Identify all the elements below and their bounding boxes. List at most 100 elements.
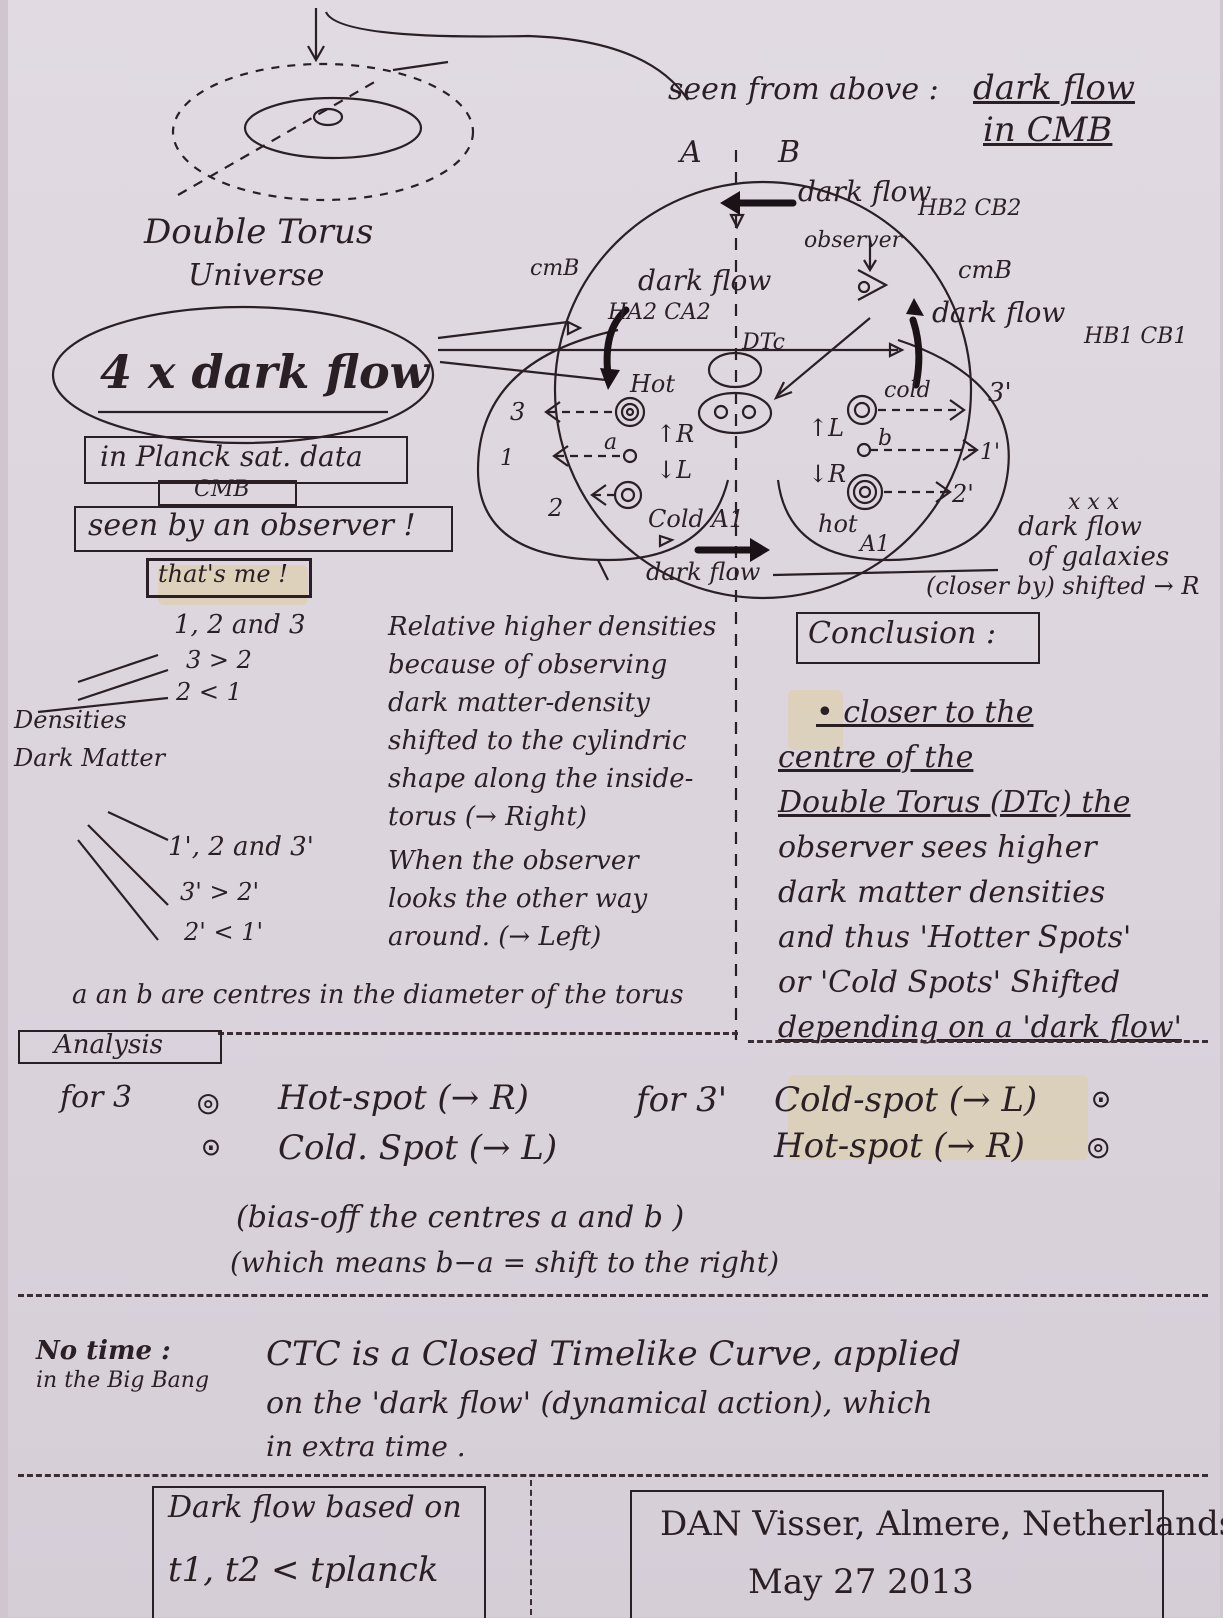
outer-torus-ellipse — [171, 62, 475, 202]
ratio-title: 1, 2 and 3 — [174, 610, 306, 640]
label-num-2p: 2' — [952, 480, 974, 508]
torus-label-line1: Double Torus — [144, 212, 374, 252]
middle-line: shifted to the cylindric — [388, 726, 687, 756]
pointer-line — [437, 320, 569, 340]
torus-axis-dashed — [177, 79, 379, 196]
ratio-2: 2 < 1 — [176, 678, 242, 706]
label-num-3: 3 — [510, 398, 526, 426]
small-arrow — [392, 60, 449, 72]
cold-spot-3: Cold. Spot (→ L) — [278, 1128, 558, 1168]
ratio-p-1: 3' > 2' — [180, 878, 260, 906]
ratio-p-title: 1', 2 and 3' — [168, 832, 314, 862]
label-cold-bottom: Cold A1 — [648, 505, 745, 533]
label-dark-flow-top: dark flow — [798, 175, 932, 208]
label-hb2-cb2: HB2 CB2 — [918, 196, 1022, 221]
hot-spot-symbol: ◎ — [198, 1082, 219, 1122]
planck-box — [84, 436, 408, 484]
down-arrow-head — [307, 45, 325, 63]
label-b-small: b — [878, 426, 893, 451]
ratio-1: 3 > 2 — [186, 646, 252, 674]
paper-stain — [788, 690, 843, 750]
dashed-rule — [18, 1474, 1208, 1477]
label-galaxies-3: (closer by) shifted → R — [926, 572, 1200, 600]
label-cold-right: cold — [884, 378, 931, 403]
conclusion-line: depending on a 'dark flow' — [778, 1010, 1182, 1045]
dtc-ellipse — [707, 351, 763, 389]
bias-line2: (which means b−a = shift to the right) — [230, 1246, 780, 1279]
diagram-title-cmb: in CMB — [983, 110, 1113, 150]
analysis-title: Analysis — [54, 1030, 164, 1060]
label-a-small: a — [604, 430, 618, 455]
cold-spot-symbol: ⊙ — [202, 1130, 221, 1165]
torus-label-line2: Universe — [188, 258, 325, 293]
label-galaxies-xxx: x x x — [1068, 490, 1120, 515]
conclusion-line: • closer to the — [816, 695, 1034, 730]
label-hot-left: Hot — [630, 370, 676, 398]
densities-label: Densities — [14, 706, 127, 734]
label-cmb-right: cmB — [958, 256, 1012, 284]
planck-label: in Planck sat. data — [100, 440, 363, 473]
dark-flow-arrow-right — [909, 316, 923, 389]
inner-torus-ellipse — [243, 96, 423, 160]
label-ha2-ca2: HA2 CA2 — [608, 300, 711, 325]
observer-centre-shape — [697, 391, 773, 435]
middle-line: dark matter-density — [388, 688, 650, 718]
cmb-box — [158, 480, 297, 506]
label-a1: A1 — [860, 532, 890, 557]
middle-line: torus (→ Right) — [388, 802, 587, 832]
footer-right-box — [630, 1490, 1164, 1618]
hot-spot-3p: Hot-spot (→ R) — [774, 1126, 1025, 1166]
middle-line: because of observing — [388, 650, 668, 680]
dashed-rule — [218, 1032, 738, 1035]
for-3p-label: for 3' — [636, 1080, 728, 1120]
label-num-1: 1 — [500, 446, 514, 471]
middle-explanation: Relative higher densities because of obs… — [388, 608, 716, 956]
point-b — [856, 442, 872, 458]
dashed-rule — [748, 1040, 1208, 1043]
label-up-l: ↑L — [808, 414, 845, 442]
middle-line: When the observer — [388, 846, 639, 876]
conclusion-line: Double Torus (DTc) the — [778, 785, 1131, 820]
cmb-circle — [553, 180, 973, 600]
ratio-p-2: 2' < 1' — [184, 918, 264, 946]
footer-left-box — [152, 1486, 486, 1618]
ctc-line2: on the 'dark flow' (dynamical action), w… — [266, 1386, 933, 1421]
me-box — [146, 558, 312, 598]
cold-spot-left — [613, 480, 643, 510]
curved-pointer — [324, 11, 689, 101]
hot-spot-left — [614, 396, 646, 428]
label-b: B — [778, 135, 801, 170]
label-dark-flow-left: dark flow — [638, 264, 772, 297]
hot-spot-right — [846, 473, 884, 511]
dark-matter-label: Dark Matter — [14, 744, 166, 772]
label-down-r: ↓R — [808, 460, 847, 488]
label-cmb-left: cmB — [530, 256, 580, 281]
for-3-label: for 3 — [60, 1080, 133, 1115]
centre-eye — [713, 404, 729, 420]
label-num-2: 2 — [548, 494, 564, 522]
conclusion-line: or 'Cold Spots' Shifted — [778, 965, 1121, 1000]
ctc-line1: CTC is a Closed Timelike Curve, applied — [266, 1334, 961, 1374]
conclusion-line: observer sees higher — [778, 830, 1097, 865]
no-time-label: No time : — [36, 1336, 171, 1366]
footer-t-planck: t1, t2 < tplanck — [168, 1550, 439, 1590]
middle-line: looks the other way — [388, 884, 648, 914]
paper-sheet: seen from above : dark flow in CMB Doubl… — [8, 0, 1223, 1618]
conclusion-box — [796, 612, 1040, 664]
conclusion-text: • closer to the centre of the Double Tor… — [778, 690, 1182, 1050]
label-dark-flow-right: dark flow — [932, 296, 1066, 329]
label-dtc: DTc — [742, 330, 785, 355]
cold-spot-symbol-right: ⊙ — [1092, 1082, 1111, 1117]
middle-line: Relative higher densities — [388, 612, 717, 642]
pointer-line — [439, 360, 607, 382]
centres-note: a an b are centres in the diameter of th… — [72, 980, 684, 1010]
point-a — [622, 448, 638, 464]
label-galaxies-2: of galaxies — [1028, 542, 1170, 572]
analysis-box — [18, 1030, 222, 1064]
observer-box — [74, 506, 453, 552]
conclusion-line: centre of the — [778, 740, 974, 775]
diagram-title-prefix: seen from above : — [668, 72, 939, 107]
cold-spot-3p: Cold-spot (→ L) — [774, 1080, 1038, 1120]
label-up-r: ↑R — [656, 420, 695, 448]
label-galaxies-1: dark flow — [1018, 512, 1142, 542]
